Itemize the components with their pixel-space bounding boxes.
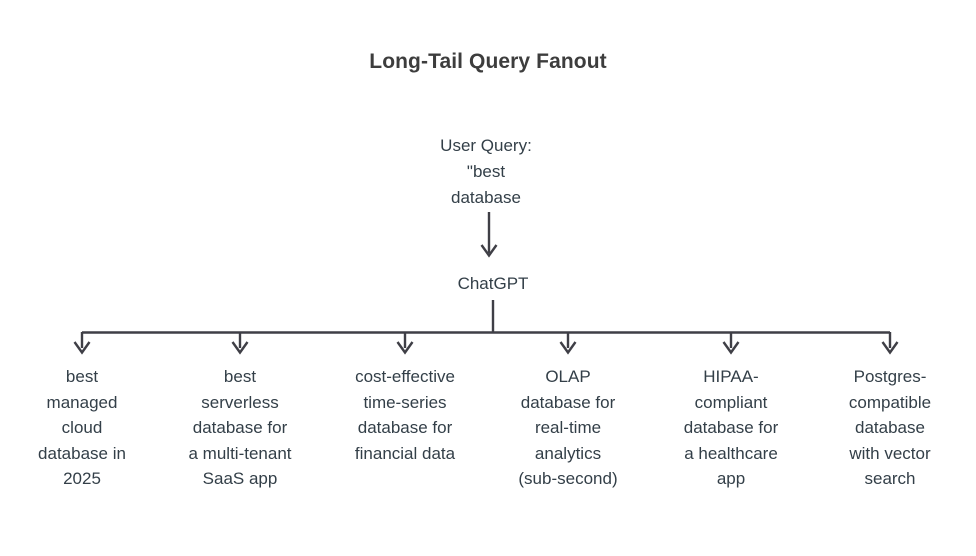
arrowhead-leaf-1: [231, 341, 249, 355]
node-leaf-query-5[interactable]: Postgres- compatible database with vecto…: [848, 367, 932, 488]
arrowhead-leaf-2: [396, 341, 414, 355]
page-title: Long-Tail Query Fanout: [369, 50, 607, 73]
node-leaf-query-3[interactable]: OLAP database for real-time analytics (s…: [518, 367, 618, 488]
node-leaf-query-1[interactable]: best serverless database for a multi-ten…: [188, 367, 292, 488]
arrowhead-leaf-5: [881, 341, 899, 355]
arrowhead-leaf-3: [559, 341, 577, 355]
arrowhead-engine: [480, 244, 498, 258]
node-leaf-query-2[interactable]: cost-effective time-series database for …: [354, 367, 456, 463]
node-leaf-query-4[interactable]: HIPAA- compliant database for a healthca…: [683, 367, 779, 488]
node-chatgpt[interactable]: ChatGPT: [457, 274, 529, 293]
arrowhead-leaf-0: [73, 341, 91, 355]
node-leaf-query-0[interactable]: best managed cloud database in 2025: [38, 367, 126, 488]
node-user-query[interactable]: User Query: "best database: [440, 136, 532, 207]
arrowhead-leaf-4: [722, 341, 740, 355]
